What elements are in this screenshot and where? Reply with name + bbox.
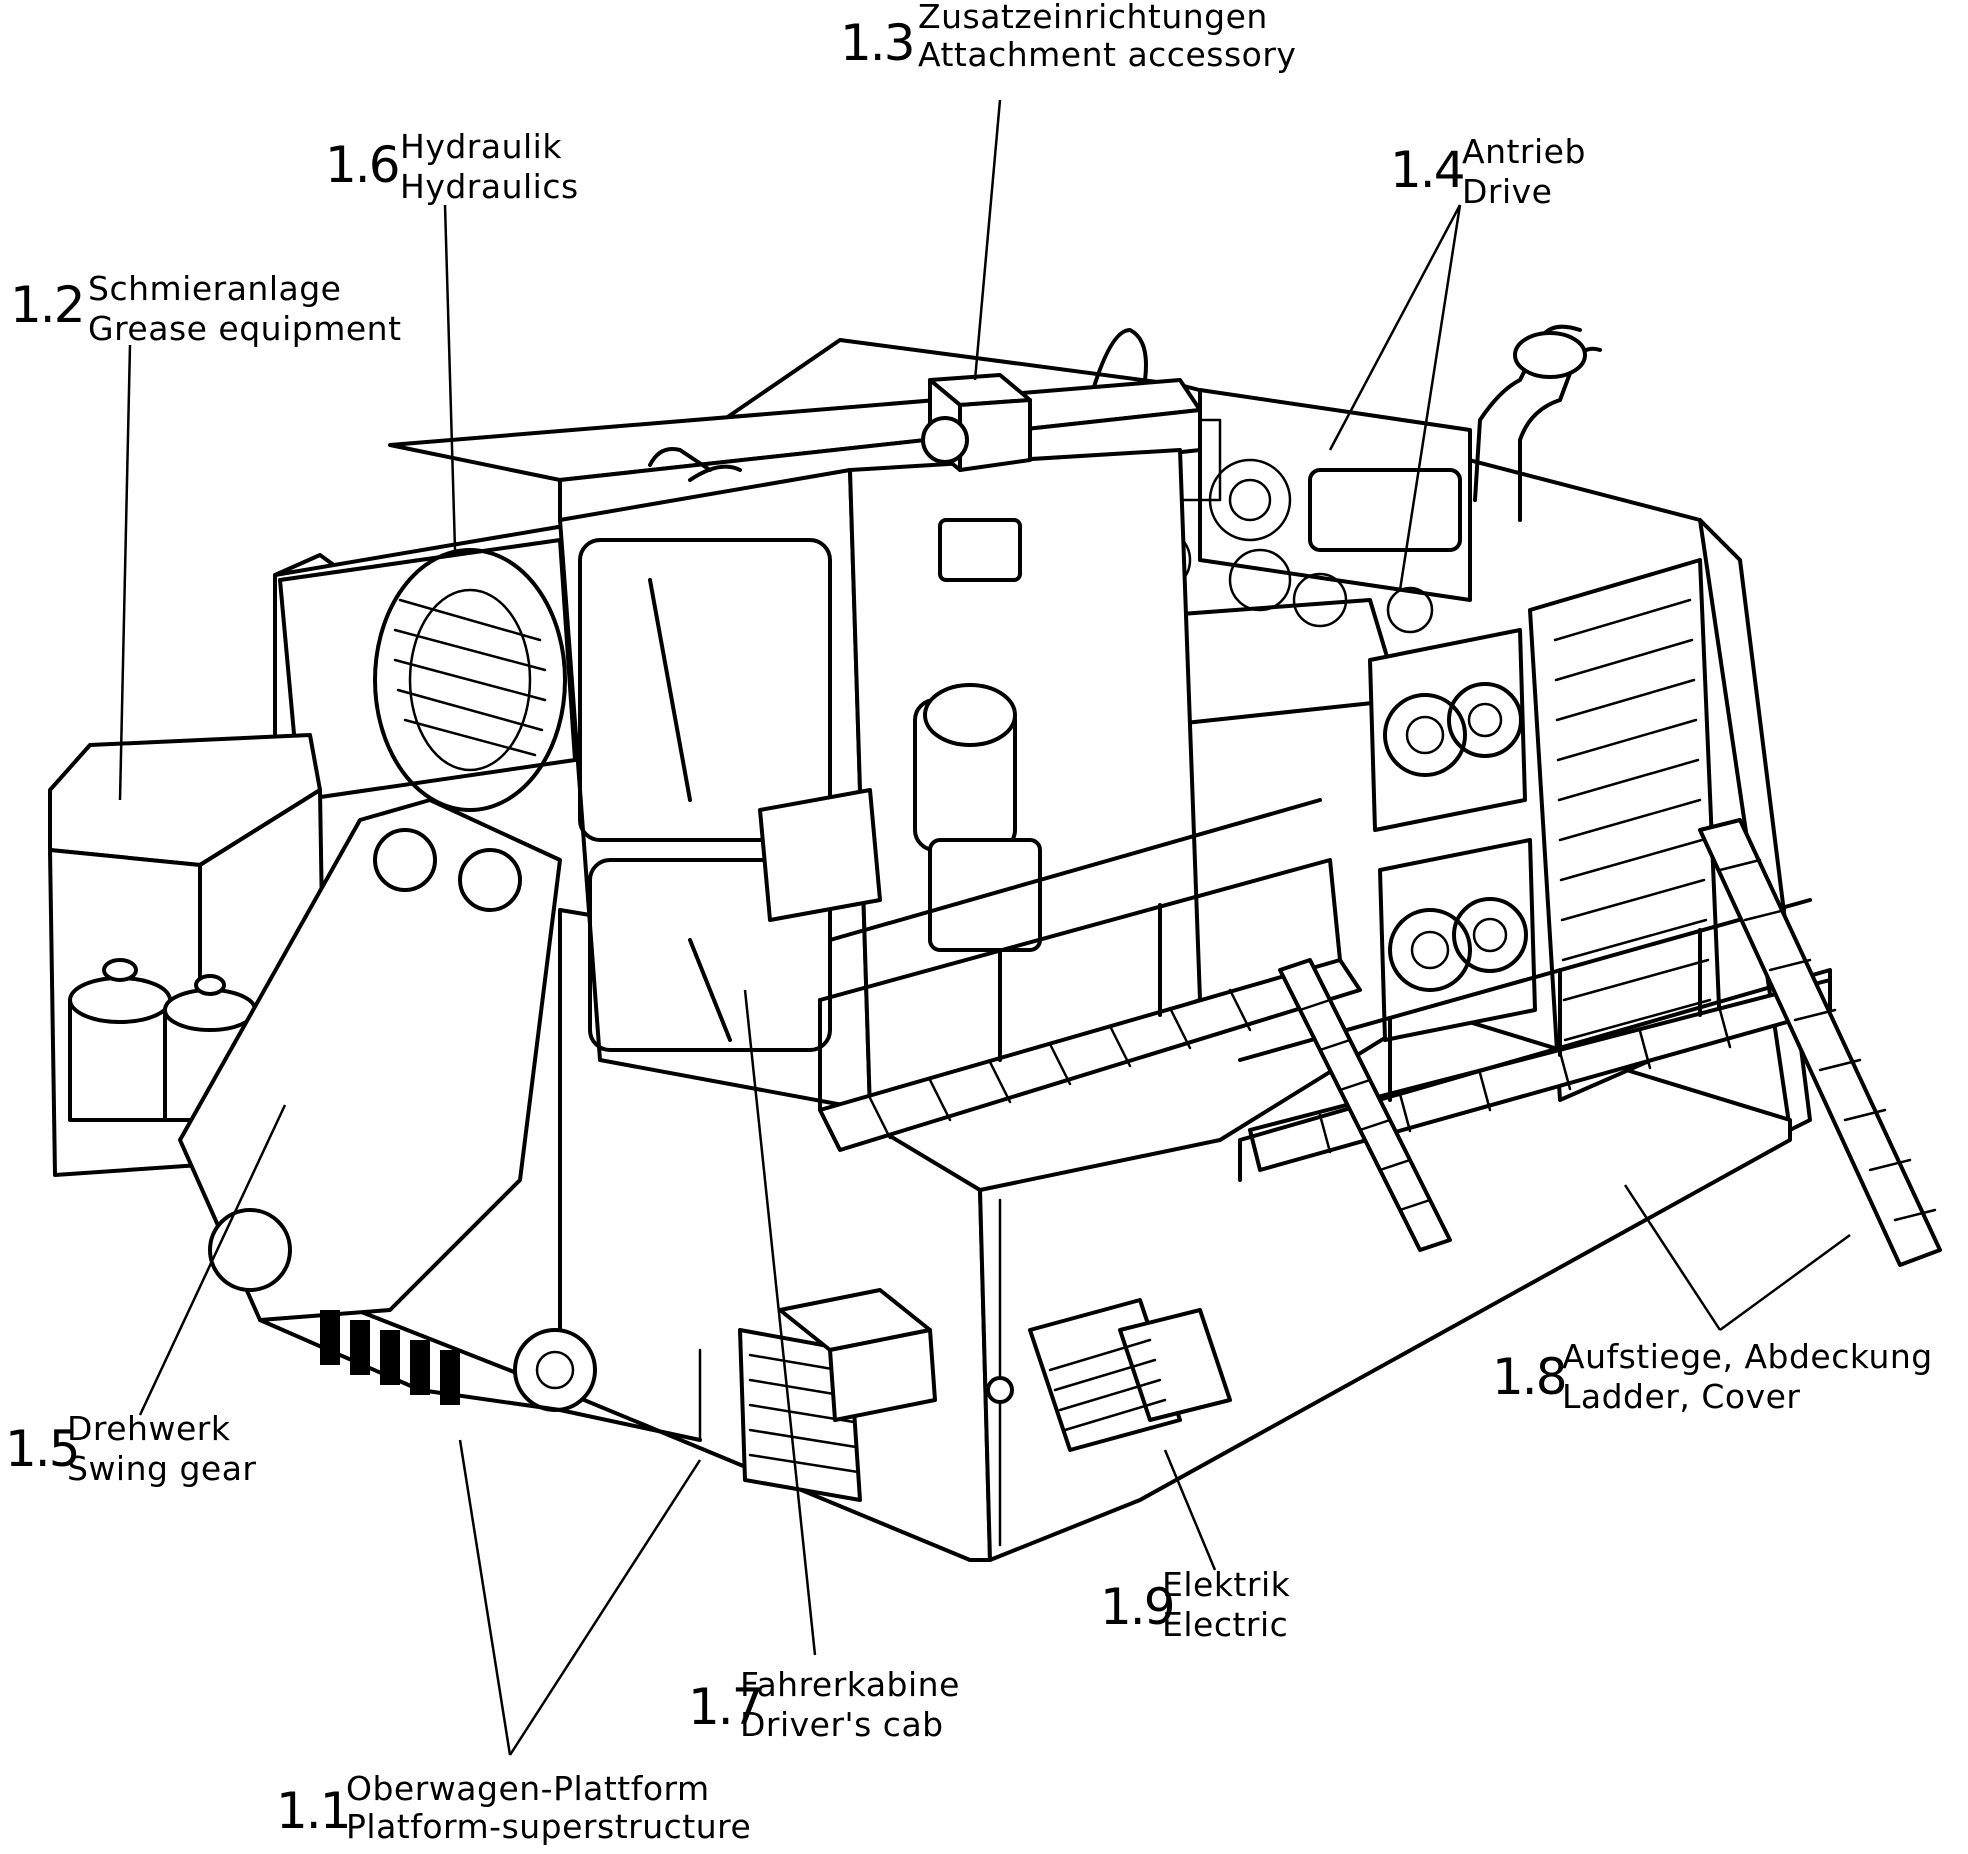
label-number: 1.9 <box>1100 1578 1176 1636</box>
label-german: Aufstiege, Abdeckung <box>1562 1337 1933 1376</box>
label-number: 1.2 <box>10 276 86 334</box>
label-german: Antrieb <box>1462 132 1586 171</box>
label-german: Drehwerk <box>67 1409 231 1448</box>
label-german: Hydraulik <box>400 127 562 166</box>
label-english: Ladder, Cover <box>1562 1377 1801 1416</box>
label-english: Swing gear <box>67 1449 257 1488</box>
grease-barrels <box>68 958 257 1122</box>
label-german: Schmieranlage <box>88 269 342 308</box>
label-number: 1.3 <box>840 14 916 72</box>
label-number: 1.5 <box>5 1420 81 1478</box>
label-english: Hydraulics <box>400 167 579 206</box>
roof-accessory <box>648 373 1032 482</box>
label-number: 1.1 <box>276 1782 352 1840</box>
label-english: Grease equipment <box>88 309 402 348</box>
boom-foot-swing-gear <box>178 798 702 1442</box>
leader-lines <box>118 99 1851 1756</box>
label-german: Zusatzeinrichtungen <box>918 0 1268 36</box>
side-vent <box>738 1288 937 1502</box>
label-english: Attachment accessory <box>918 35 1297 74</box>
label-english: Driver's cab <box>740 1705 944 1744</box>
label-english: Electric <box>1162 1605 1289 1644</box>
label-english: Platform-superstructure <box>346 1807 752 1846</box>
hydraulic-winch <box>278 538 577 812</box>
walkways <box>818 798 1832 1182</box>
label-german: Elektrik <box>1162 1565 1291 1604</box>
ladders <box>1278 818 1942 1267</box>
label-number: 1.8 <box>1492 1348 1568 1406</box>
electric-cabinets <box>986 1298 1232 1452</box>
label-german: Fahrerkabine <box>740 1665 960 1704</box>
label-number: 1.6 <box>325 136 401 194</box>
label-number: 1.4 <box>1390 141 1466 199</box>
label-number: 1.7 <box>688 1678 764 1736</box>
label-english: Drive <box>1462 172 1553 211</box>
drivers-cab <box>388 378 1202 1112</box>
label-german: Oberwagen-Plattform <box>346 1769 710 1808</box>
